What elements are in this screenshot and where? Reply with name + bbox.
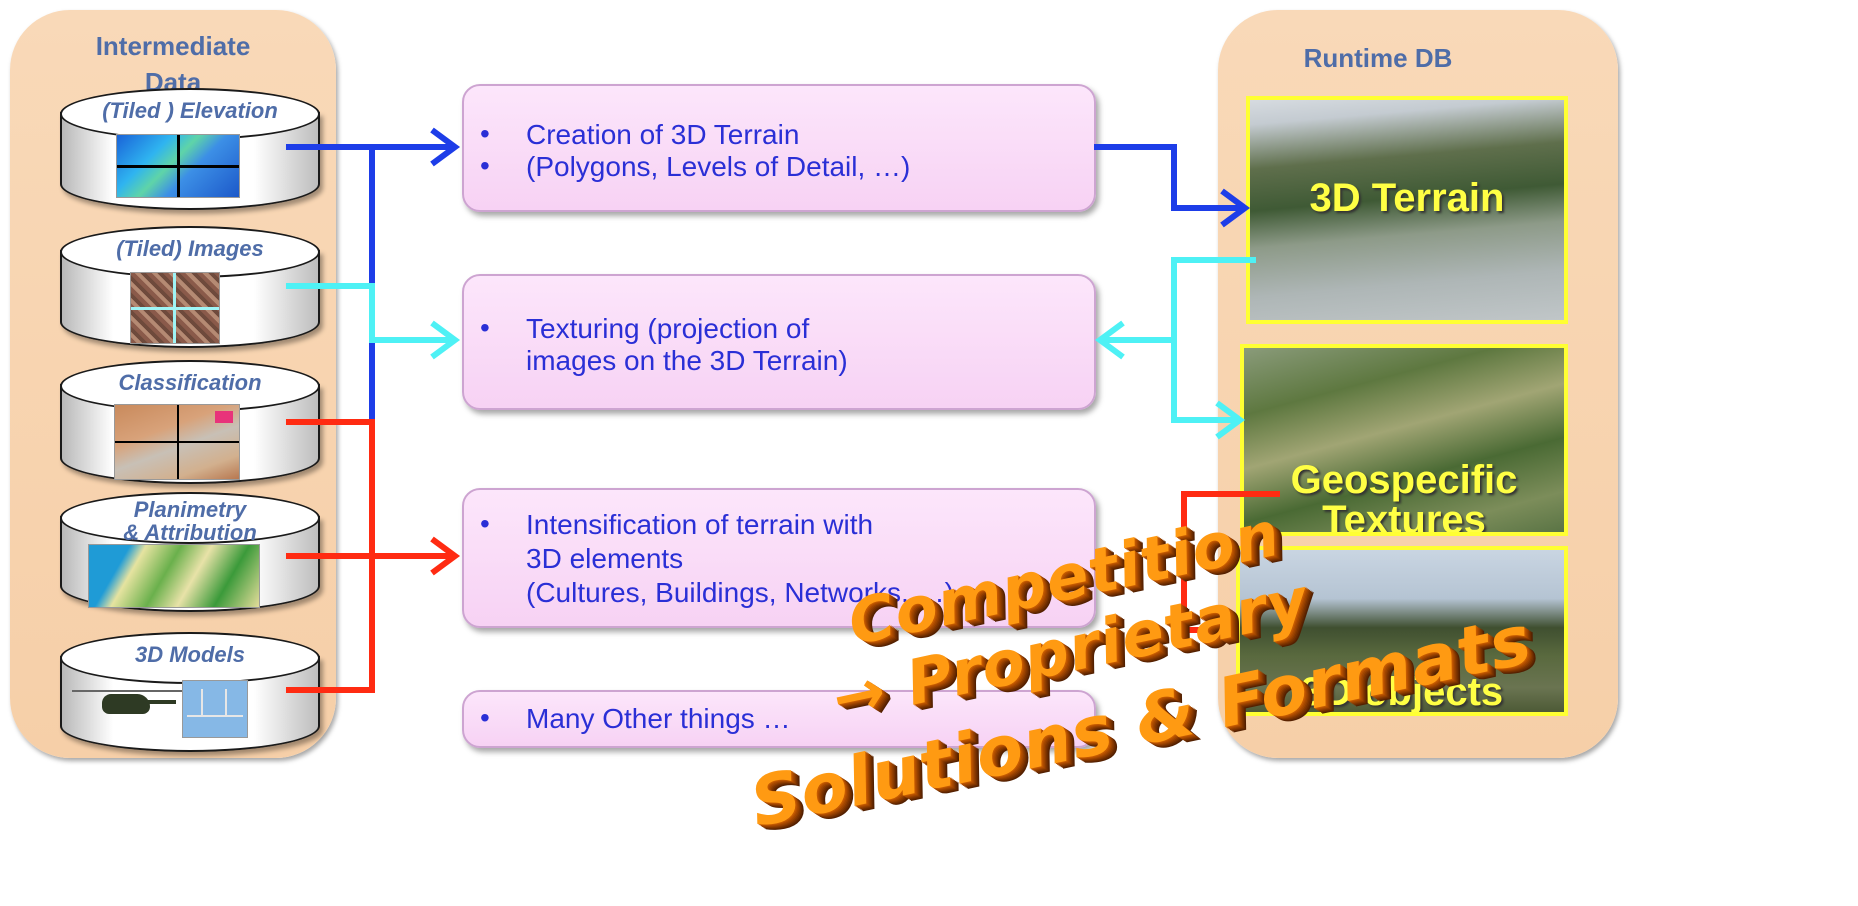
objects-output-arrow	[1181, 491, 1280, 633]
images-tiles-image	[130, 272, 220, 344]
intermediate-data-title: Intermediate Data	[10, 28, 336, 100]
planimetry-store: Planimetry & Attribution	[60, 492, 320, 612]
elevation-label: (Tiled ) Elevation	[102, 98, 278, 123]
process-texturing-line2: images on the 3D Terrain)	[526, 345, 848, 376]
objects-3d-render: 3D objects	[1236, 546, 1568, 716]
process-other: • Many Other things …	[462, 690, 1096, 748]
classification-tiles-image	[114, 404, 240, 480]
images-store: (Tiled) Images	[60, 226, 320, 348]
images-arrow	[286, 283, 455, 343]
process-other-line1: Many Other things …	[526, 703, 791, 734]
terrain-output-arrowhead	[1220, 188, 1251, 228]
bridge-model-image	[182, 680, 248, 738]
terrain-output-arrow	[1094, 144, 1245, 211]
process-intensification-line2: 3D elements	[526, 543, 684, 574]
texturing-input-arrowhead	[1094, 320, 1125, 360]
intermediate-data-title-line1: Intermediate	[95, 31, 251, 61]
process-terrain-line1: Creation of 3D Terrain	[526, 119, 800, 150]
terrain-3d-label: 3D Terrain	[1309, 176, 1505, 220]
planimetry-label-line1: Planimetry	[133, 497, 247, 522]
geospecific-textures-render: Geospecific Textures	[1240, 344, 1568, 536]
bullet-icon: •	[480, 702, 490, 733]
planimetry-label: Planimetry & Attribution	[60, 498, 320, 544]
planimetry-label-line2: & Attribution	[123, 520, 257, 545]
bullet-icon: •	[480, 118, 490, 149]
textures-output-arrow	[1171, 340, 1240, 423]
textures-output-arrowhead	[1215, 400, 1246, 440]
classification-label: Classification	[118, 370, 262, 395]
images-label: (Tiled) Images	[116, 236, 264, 261]
images-arrowhead	[430, 320, 461, 360]
geospecific-textures-label-line2: Textures	[1322, 498, 1486, 536]
models-store: 3D Models	[60, 632, 320, 752]
elevation-arrowhead	[430, 127, 461, 167]
process-intensification-line1: Intensification of terrain with	[526, 509, 874, 540]
runtime-db-title: Runtime DB	[1303, 43, 1453, 73]
process-intensification: • Intensification of terrain with 3D ele…	[462, 488, 1096, 628]
elevation-store: (Tiled ) Elevation	[60, 88, 320, 210]
process-texturing: • Texturing (projection of images on the…	[462, 274, 1096, 410]
elevation-tiles-image	[116, 134, 240, 198]
classification-store: Classification	[60, 360, 320, 484]
geospecific-textures-label-line1: Geospecific	[1290, 458, 1518, 502]
bullet-icon: •	[480, 508, 490, 539]
process-terrain-creation: • Creation of 3D Terrain • (Polygons, Le…	[462, 84, 1096, 212]
process-intensification-line3: (Cultures, Buildings, Networks, …)	[526, 577, 954, 608]
helicopter-icon	[72, 682, 182, 722]
process-texturing-line1: Texturing (projection of	[526, 313, 810, 344]
terrain-3d-render: 3D Terrain	[1246, 96, 1568, 324]
planimetry-arrowhead	[430, 536, 461, 576]
models-label: 3D Models	[134, 642, 246, 667]
process-terrain-line2: (Polygons, Levels of Detail, …)	[526, 151, 911, 182]
planimetry-map-image	[88, 544, 260, 608]
bullet-icon: •	[480, 312, 490, 343]
bullet-icon: •	[480, 150, 490, 181]
terrain-to-texturing-arrow	[1100, 257, 1256, 343]
objects-3d-label: 3D objects	[1300, 670, 1504, 714]
geospecific-textures-label: Geospecific Textures	[1244, 458, 1564, 536]
elevation-to-terrain-connector	[286, 144, 375, 560]
